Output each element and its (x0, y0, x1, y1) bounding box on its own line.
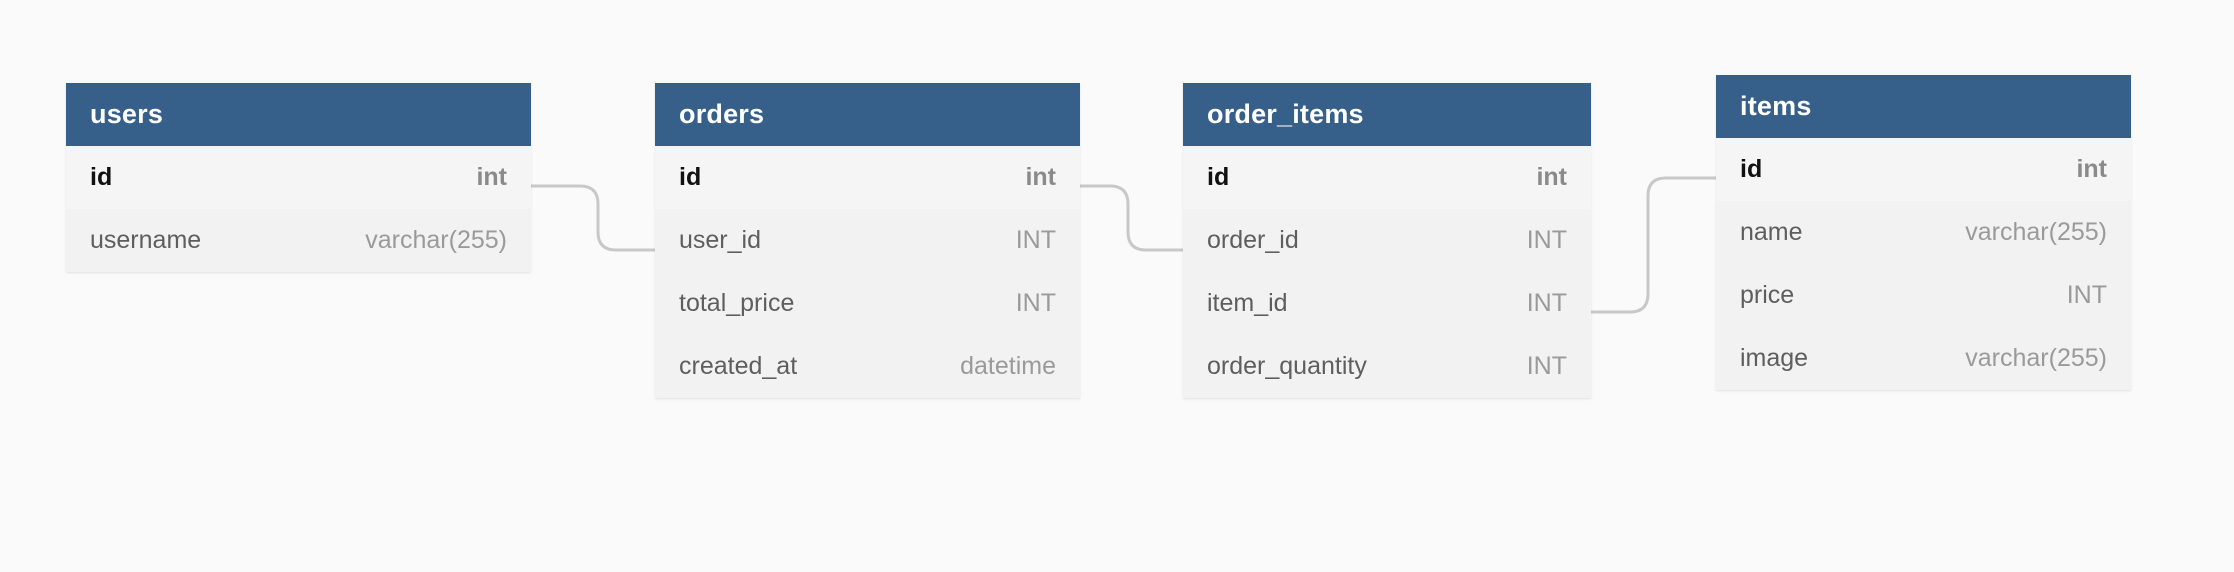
column-name: user_id (679, 226, 761, 254)
column-type: INT (1526, 226, 1567, 254)
column-type: INT (1015, 289, 1056, 317)
column-row[interactable]: username varchar(255) (66, 209, 531, 272)
column-name: id (1740, 155, 1763, 183)
table-columns-users: id int username varchar(255) (66, 146, 531, 272)
column-type: varchar(255) (365, 226, 507, 254)
column-type: int (476, 163, 507, 191)
table-header-orders[interactable]: orders (655, 83, 1080, 146)
relationship-users-orders (529, 184, 657, 252)
column-type: int (2076, 155, 2107, 183)
column-name: name (1740, 218, 1803, 246)
column-name: id (1207, 163, 1230, 191)
relationship-orders-order_items (1078, 184, 1185, 252)
table-header-order_items[interactable]: order_items (1183, 83, 1591, 146)
column-name: id (679, 163, 702, 191)
column-name: id (90, 163, 113, 191)
table-columns-items: id int name varchar(255) price INT image varcha… (1716, 138, 2131, 390)
table-header-users[interactable]: users (66, 83, 531, 146)
column-type: INT (1526, 289, 1567, 317)
column-type: INT (1015, 226, 1056, 254)
column-type: varchar(255) (1965, 218, 2107, 246)
column-type: INT (2066, 281, 2107, 309)
table-users[interactable]: users id int username varchar(255) (66, 83, 531, 272)
column-name: order_quantity (1207, 352, 1367, 380)
column-name: created_at (679, 352, 798, 380)
column-row[interactable]: order_id INT (1183, 209, 1591, 272)
column-name: total_price (679, 289, 795, 317)
column-row[interactable]: price INT (1716, 264, 2131, 327)
column-row[interactable]: id int (66, 146, 531, 209)
column-row[interactable]: id int (1716, 138, 2131, 201)
column-row[interactable]: image varchar(255) (1716, 327, 2131, 390)
column-type: datetime (960, 352, 1056, 380)
column-name: item_id (1207, 289, 1288, 317)
table-items[interactable]: items id int name varchar(255) price INT image v… (1716, 75, 2131, 390)
column-name: username (90, 226, 202, 254)
column-row[interactable]: id int (1183, 146, 1591, 209)
column-row[interactable]: created_at datetime (655, 335, 1080, 398)
relationship-order_items-items (1589, 176, 1718, 314)
column-name: image (1740, 344, 1809, 372)
column-row[interactable]: order_quantity INT (1183, 335, 1591, 398)
column-row[interactable]: name varchar(255) (1716, 201, 2131, 264)
column-name: order_id (1207, 226, 1299, 254)
column-type: INT (1526, 352, 1567, 380)
column-name: price (1740, 281, 1795, 309)
column-row[interactable]: item_id INT (1183, 272, 1591, 335)
column-row[interactable]: user_id INT (655, 209, 1080, 272)
column-row[interactable]: total_price INT (655, 272, 1080, 335)
column-type: varchar(255) (1965, 344, 2107, 372)
column-type: int (1536, 163, 1567, 191)
column-row[interactable]: id int (655, 146, 1080, 209)
column-type: int (1025, 163, 1056, 191)
table-header-items[interactable]: items (1716, 75, 2131, 138)
